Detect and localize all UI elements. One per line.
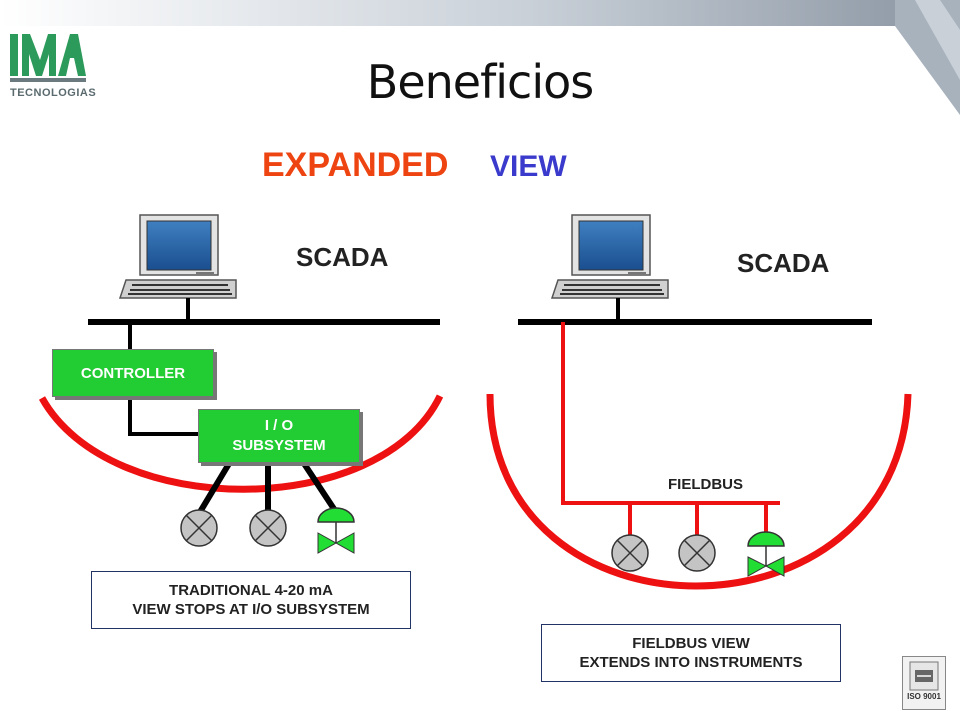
right-instrument-2 xyxy=(678,534,716,572)
right-instrument-1 xyxy=(611,534,649,572)
top-bar xyxy=(0,0,960,26)
fieldbus-drops xyxy=(628,503,768,536)
certificate-emblem-icon xyxy=(909,661,939,691)
subtitle-view: VIEW xyxy=(490,150,567,183)
io-label-line1: I / O xyxy=(264,417,294,434)
right-valve-icon xyxy=(747,531,785,577)
traditional-note-line1: TRADITIONAL 4-20 mA xyxy=(169,582,333,599)
iso-certificate-icon: ISO 9001 xyxy=(902,656,946,710)
io-wires xyxy=(197,460,339,514)
left-computer-icon xyxy=(118,214,237,299)
fieldbus-note-line2: EXTENDS INTO INSTRUMENTS xyxy=(579,654,803,671)
io-label-line2: SUBSYSTEM xyxy=(232,437,326,454)
iso-label: ISO 9001 xyxy=(907,692,941,701)
fieldbus-note-line1: FIELDBUS VIEW xyxy=(632,635,750,652)
controller-box: CONTROLLER xyxy=(52,349,214,397)
controller-label: CONTROLLER xyxy=(80,364,186,382)
io-subsystem-box: I / O SUBSYSTEM xyxy=(198,409,360,463)
traditional-note: TRADITIONAL 4-20 mA VIEW STOPS AT I/O SU… xyxy=(91,571,411,629)
ima-logo-icon xyxy=(10,34,86,82)
subtitle-expanded: EXPANDED xyxy=(262,146,449,184)
logo-text: TECNOLOGIAS xyxy=(10,87,97,99)
left-instrument-2 xyxy=(249,509,287,547)
fieldbus-note: FIELDBUS VIEW EXTENDS INTO INSTRUMENTS xyxy=(541,624,841,682)
page-title: Beneficios xyxy=(366,55,594,109)
left-scada-label: SCADA xyxy=(296,242,389,272)
fieldbus-line xyxy=(561,322,780,505)
right-computer-icon xyxy=(550,214,669,299)
left-valve-icon xyxy=(317,507,355,554)
controller-io-link xyxy=(128,396,200,436)
traditional-note-line2: VIEW STOPS AT I/O SUBSYSTEM xyxy=(132,601,370,618)
left-view-boundary xyxy=(38,394,444,493)
right-view-boundary xyxy=(486,393,912,590)
left-instrument-1 xyxy=(180,509,218,547)
corner-decoration-light xyxy=(915,0,960,80)
fieldbus-label: FIELDBUS xyxy=(668,476,743,493)
right-scada-label: SCADA xyxy=(737,248,830,278)
